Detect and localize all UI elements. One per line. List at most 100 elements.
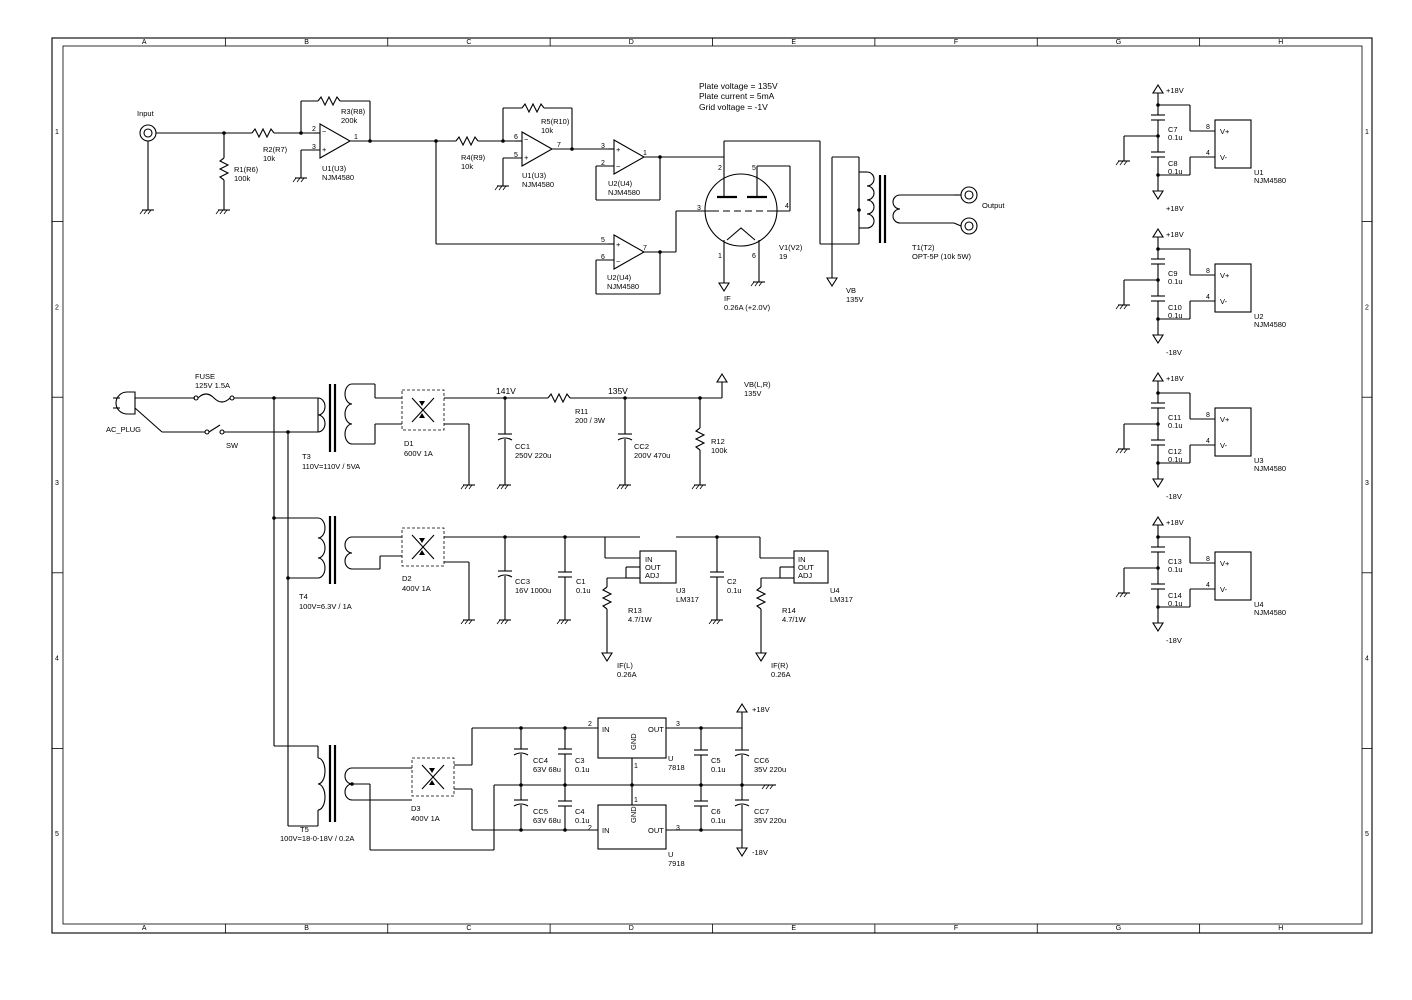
input-label: Input — [137, 109, 155, 118]
ic-box — [1214, 407, 1252, 457]
resistor-r2: R2(R7) 10k — [251, 127, 314, 163]
frame-column-label: A — [142, 925, 147, 932]
cap-b-value: 0.1u — [1168, 167, 1183, 176]
ground-icon — [215, 209, 230, 215]
capacitor-cc6: CC6 35V 220u — [734, 728, 786, 785]
ic-box — [1214, 263, 1252, 313]
svg-text:−: − — [524, 135, 529, 144]
cc4-ref: CC4 — [533, 756, 548, 765]
c3-ref: C3 — [575, 756, 585, 765]
cap-a-value: 0.1u — [1168, 565, 1183, 574]
plate-current-label: Plate current = 5mA — [699, 91, 775, 101]
cc5-value: 63V 68u — [533, 816, 561, 825]
r13-value: 4.7/1W — [628, 615, 653, 624]
d3-ref: D3 — [411, 804, 421, 813]
output-label: Output — [982, 201, 1005, 210]
svg-text:2: 2 — [601, 160, 605, 167]
grid-voltage-label: Grid voltage = -1V — [699, 102, 768, 112]
frame-row-label: 5 — [1365, 831, 1369, 838]
r3-value: 200k — [341, 116, 358, 125]
power-switch: SW — [204, 424, 239, 450]
ic-value: NJM4580 — [1254, 176, 1286, 185]
c4-ref: C4 — [575, 807, 585, 816]
svg-text:1: 1 — [718, 253, 722, 260]
frame-column-label: A — [142, 39, 147, 46]
svg-text:IN: IN — [798, 555, 806, 564]
ic-box — [1214, 551, 1252, 601]
opamp-u1a: − + 2 3 1 U1(U3) NJM4580 — [300, 123, 358, 182]
ground-icon — [460, 619, 475, 625]
ic-value: NJM4580 — [1254, 464, 1286, 473]
frame-column-label: H — [1278, 39, 1283, 46]
ifl-value: 0.26A — [617, 670, 637, 679]
cc1-ref: CC1 — [515, 442, 530, 451]
ground-icon — [496, 619, 511, 625]
tube-operating-info: Plate voltage = 135V Plate current = 5mA… — [699, 81, 778, 112]
frame-row-label: 2 — [55, 304, 59, 311]
svg-text:3: 3 — [601, 143, 605, 150]
cap-b-ref: C12 — [1168, 447, 1182, 456]
cc4-value: 63V 68u — [533, 765, 561, 774]
voltage-141v: 141V — [496, 386, 516, 396]
resistor-r11: R11 200 / 3W — [547, 392, 606, 425]
c1-ref: C1 — [576, 577, 586, 586]
svg-text:3: 3 — [697, 205, 701, 212]
ground-icon — [616, 484, 631, 490]
signal-section: Input R1(R6) 100k R2(R7) 10k − + 2 — [137, 95, 1005, 312]
u2a-ref: U2(U4) — [608, 179, 633, 188]
frame-column-label: C — [466, 39, 471, 46]
capacitor-cc5: CC5 63V 68u — [513, 785, 561, 830]
u4-ref: U4 — [830, 586, 840, 595]
cap-a-value: 0.1u — [1168, 277, 1183, 286]
ic-ref: U3 — [1254, 456, 1264, 465]
svg-text:+: + — [524, 153, 529, 162]
vb-ref: VB — [846, 286, 856, 295]
ground-icon — [750, 281, 765, 287]
cc3-value: 16V 1000u — [515, 586, 551, 595]
input-jack: Input — [137, 109, 157, 210]
svg-text:V-: V- — [1220, 585, 1228, 594]
r2-value: 10k — [263, 154, 275, 163]
d1-value: 600V 1A — [404, 449, 433, 458]
cap-b-ref: C8 — [1168, 159, 1178, 168]
frame-row-label: 4 — [55, 656, 59, 663]
ic-ref: U1 — [1254, 168, 1264, 177]
u7918-ref: U — [668, 850, 673, 859]
r3-ref: R3(R8) — [341, 107, 366, 116]
capacitor-c4: C4 0.1u — [558, 785, 590, 830]
r1-ref: R1(R6) — [234, 165, 259, 174]
svg-text:IN: IN — [645, 555, 653, 564]
frame-column-label: F — [954, 39, 958, 46]
supply-top-label: +18V — [1166, 230, 1184, 239]
vb-out-ref: VB(L,R) — [744, 380, 771, 389]
frame-row-label: 4 — [1365, 656, 1369, 663]
svg-text:+: + — [616, 240, 621, 249]
t4-ref: T4 — [299, 592, 308, 601]
capacitor-cc2: CC2 200V 470u — [617, 398, 670, 485]
opamp-u1b: − + 6 5 7 U1(U3) NJM4580 — [502, 131, 561, 189]
t4-value: 100V=6.3V / 1A — [299, 602, 352, 611]
cap-a-ref: C9 — [1168, 269, 1178, 278]
ic-ref: U4 — [1254, 600, 1264, 609]
v1-value: 19 — [779, 252, 787, 261]
capacitor-cc3: CC3 16V 1000u — [497, 537, 551, 620]
switch-label: SW — [226, 441, 239, 450]
svg-text:V-: V- — [1220, 297, 1228, 306]
c5-value: 0.1u — [711, 765, 726, 774]
cap-b-ref: C14 — [1168, 591, 1182, 600]
svg-text:OUT: OUT — [798, 563, 814, 572]
svg-text:2: 2 — [312, 126, 316, 133]
frame-column-label: G — [1116, 39, 1121, 46]
svg-text:2: 2 — [588, 721, 592, 728]
ground-icon — [708, 619, 723, 625]
transformer-t5: T5 100V=18-0-18V / 0.2A — [274, 745, 495, 851]
svg-text:4: 4 — [1206, 294, 1210, 301]
ground-icon — [292, 177, 307, 183]
u3-value: LM317 — [676, 595, 699, 604]
ifr-value: 0.26A — [771, 670, 791, 679]
svg-text:V+: V+ — [1220, 271, 1230, 280]
ifl-ref: IF(L) — [617, 661, 633, 670]
capacitor-c2: C2 0.1u — [710, 537, 742, 620]
